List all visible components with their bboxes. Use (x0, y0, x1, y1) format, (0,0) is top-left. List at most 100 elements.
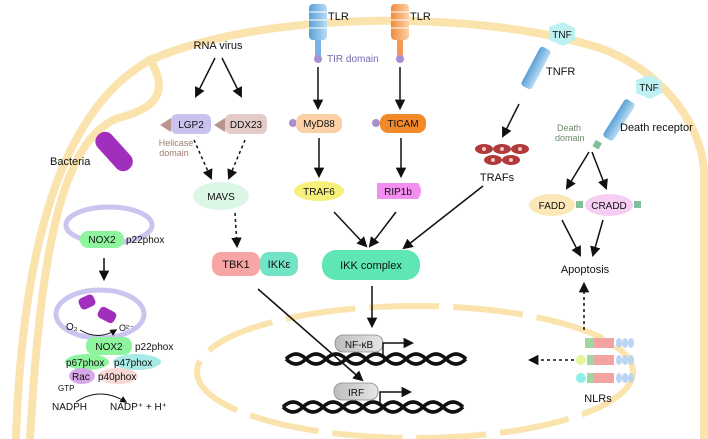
nfkb-label: NF-κB (345, 340, 374, 351)
myd88-tir (289, 119, 297, 127)
cradd-domain (634, 201, 641, 208)
nadp-label: NADP⁺ + H⁺ (110, 402, 167, 413)
irf-tss-arrow (379, 386, 413, 404)
cell-membrane (12, 54, 163, 439)
o2-arrow (79, 329, 118, 336)
cradd-node (585, 194, 633, 216)
trafs-label: TRAFs (480, 172, 515, 184)
arrow-cradd-apoptosis (590, 219, 604, 258)
irf-label: IRF (348, 388, 364, 399)
ticam-tir (372, 119, 380, 127)
ticam-label: TICAM (387, 119, 418, 130)
p40phox-shape (98, 368, 138, 384)
tlr2-stem (397, 40, 403, 56)
p22phox-top-label: p22phox (126, 235, 164, 246)
dashed-arrow-lgp2-mavs (193, 139, 213, 180)
cell-membrane-top (148, 16, 708, 171)
death-domain-marker (592, 139, 602, 150)
ikke-label: IKKε (268, 259, 291, 271)
nox2-bottom-label: NOX2 (95, 342, 123, 353)
tir-domain-label: TIR domain (327, 54, 379, 65)
death-receptor-label: Death receptor (620, 122, 693, 134)
tlr2-receptor (391, 4, 409, 40)
cradd-label: CRADD (591, 201, 627, 212)
helicase-domain-ddx23 (214, 118, 225, 132)
ddx23-node (225, 114, 267, 134)
rac-shape (69, 368, 95, 384)
tnf1-icon (549, 22, 575, 46)
bacteria-icon (95, 131, 133, 172)
tlr1-label: TLR (328, 11, 349, 23)
ikke-node (260, 252, 298, 276)
p22phox-bottom-label: p22phox (135, 342, 173, 353)
ticam-node (380, 114, 426, 133)
mavs-node (193, 182, 249, 210)
arrow-fadd-apoptosis (561, 219, 581, 257)
apoptosis-label: Apoptosis (561, 264, 610, 276)
death-receptor-shape (603, 99, 635, 141)
nucleus-envelope (194, 303, 636, 439)
gtp-label: GTP (58, 384, 74, 393)
tnf2-label: TNF (639, 83, 658, 94)
dna-helix-2 (281, 400, 465, 414)
rna-virus-label: RNA virus (194, 40, 243, 52)
rip1b-node (377, 183, 421, 199)
traf6-label: TRAF6 (303, 187, 335, 198)
mavs-label: MAVS (207, 192, 235, 203)
arrow-dr-fadd (565, 151, 590, 190)
death-domain-label-1: Death (557, 123, 581, 133)
nox2-top-label: NOX2 (88, 235, 116, 246)
rac-label: Rac (72, 372, 90, 383)
tnfr-label: TNFR (546, 66, 575, 78)
p40phox-label: p40phox (98, 372, 136, 383)
dna-helix-1 (284, 352, 468, 366)
p67phox-label: p67phox (66, 358, 104, 369)
p47phox-label: p47phox (114, 358, 152, 369)
bacteria-fragment-2 (97, 306, 117, 324)
dashed-arrow-mavs-tbk1 (231, 212, 242, 249)
tlr2-tir (396, 55, 404, 63)
o2-minus-label: O²⁻ (119, 323, 134, 333)
myd88-label: MyD88 (303, 119, 335, 130)
nox2-bottom (86, 337, 132, 355)
arrow-tbk1-irf (257, 288, 364, 382)
arrow-tnfr-trafs (502, 103, 520, 138)
lgp2-node (171, 114, 211, 134)
irf-node (333, 382, 379, 401)
helicase-label-2: domain (159, 148, 189, 158)
nadph-label: NADPH (52, 402, 87, 413)
arrow-dr-cradd (591, 151, 608, 190)
arrow-rna-lgp2 (195, 57, 216, 98)
nlrs-label: NLRs (584, 393, 612, 405)
traf6-node (294, 181, 344, 201)
tbk1-node (212, 252, 260, 276)
o2-label: O₂ (66, 322, 78, 333)
bacteria-fragment-1 (78, 294, 96, 310)
tlr1-receptor (309, 4, 327, 40)
lgp2-label: LGP2 (178, 120, 204, 131)
fadd-label: FADD (539, 201, 566, 212)
ddx23-label: DDX23 (230, 120, 263, 131)
trafs-cluster (475, 144, 529, 165)
p47phox-shape (113, 354, 161, 370)
fadd-node (529, 194, 575, 216)
death-domain-label-2: domain (555, 133, 585, 143)
bacteria-label: Bacteria (50, 156, 91, 168)
myd88-node (296, 114, 342, 133)
helicase-domain-lgp2 (160, 118, 171, 132)
arrow-trafs-ikk (402, 185, 484, 250)
tnfr-receptor (521, 46, 551, 90)
arrow-traf6-ikk (333, 211, 368, 248)
tlr1-tir (314, 55, 322, 63)
nox2-top (80, 231, 124, 248)
tbk1-label: TBK1 (222, 259, 250, 271)
arrow-rip1b-ikk (368, 211, 397, 248)
helicase-label-1: Helicase (159, 138, 194, 148)
tlr1-stem (315, 40, 321, 56)
fadd-domain (576, 201, 583, 208)
p67phox-shape (65, 354, 109, 370)
arrow-rna-ddx23 (221, 57, 242, 98)
ikk-complex-node (322, 250, 420, 280)
